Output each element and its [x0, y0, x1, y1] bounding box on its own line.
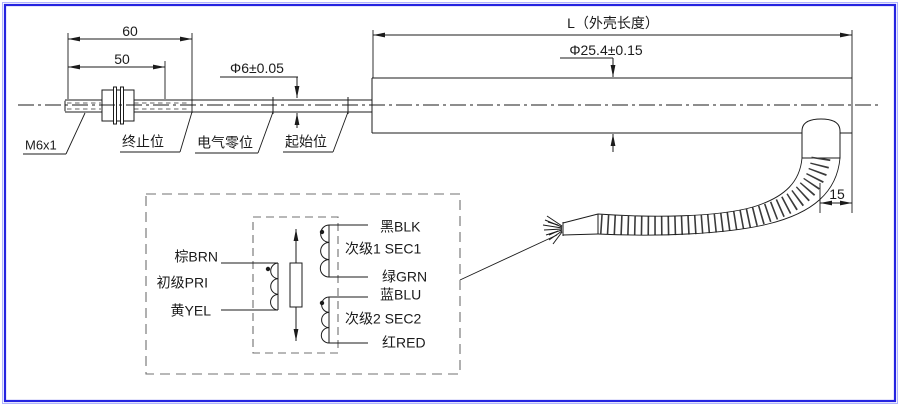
- secondary2-label: 次级2 SEC2: [345, 311, 421, 327]
- wire-red-label: 红RED: [382, 335, 426, 351]
- dimension-60: 60: [68, 23, 192, 113]
- primary-winding: [221, 263, 278, 310]
- dimension-50: 50: [68, 51, 165, 99]
- wire-brown-label: 棕BRN: [174, 249, 218, 265]
- flexible-conduit: [543, 158, 840, 244]
- schematic-outer-box: [146, 194, 460, 374]
- secondary1-winding: [319, 225, 368, 277]
- label-thread-spec: M6x1: [23, 113, 85, 154]
- wire-black-label: 黑BLK: [380, 219, 421, 235]
- schematic-leader-line: [460, 235, 557, 280]
- dimension-gland-15: 15: [820, 183, 852, 213]
- polarity-dot: [265, 266, 271, 272]
- wire-yellow-label: 黄YEL: [171, 303, 212, 319]
- wiring-schematic: 棕BRN 初级PRI 黄YEL 黑BLK 次级1 SEC1 绿GRN 蓝BLU …: [146, 194, 557, 374]
- movable-core: [290, 229, 302, 341]
- dim-50-text: 50: [114, 51, 130, 67]
- page-frame: [3, 3, 898, 404]
- label-start-position: 起始位: [283, 112, 348, 152]
- frame-inner-line: [5, 5, 895, 401]
- secondary2-winding: [319, 297, 368, 343]
- housing-length-text: L（外壳长度）: [567, 15, 659, 31]
- cable-end-cone: [563, 214, 598, 223]
- housing-cylinder: [372, 78, 852, 133]
- dimension-rod-diameter: Φ6±0.05: [220, 60, 300, 128]
- end-position-text: 终止位: [122, 134, 164, 150]
- dimension-housing-diameter: Φ25.4±0.15: [560, 42, 643, 152]
- polarity-dot: [319, 229, 325, 235]
- thread-spec-text: M6x1: [25, 137, 57, 152]
- transformer-box: [253, 217, 338, 353]
- housing-diameter-text: Φ25.4±0.15: [569, 42, 643, 58]
- frame-outer-line: [3, 3, 898, 404]
- start-position-text: 起始位: [285, 134, 327, 150]
- label-end-position: 终止位: [120, 112, 192, 152]
- rod-diameter-text: Φ6±0.05: [230, 60, 284, 76]
- primary-label: 初级PRI: [157, 275, 208, 291]
- wire-bundle: [543, 216, 562, 244]
- polarity-dot: [319, 300, 325, 306]
- washer: [114, 87, 117, 124]
- dim-60-text: 60: [122, 23, 138, 39]
- gland-dim-text: 15: [829, 186, 845, 202]
- wire-blue-label: 蓝BLU: [380, 287, 421, 303]
- electrical-zero-text: 电气零位: [197, 135, 253, 151]
- cable-gland: [802, 119, 840, 158]
- washer: [121, 87, 124, 124]
- conduit-ribs: [599, 158, 821, 226]
- wire-green-label: 绿GRN: [382, 269, 427, 285]
- sensor-side-view: 60 50 Φ6±0.05 L（外壳长度） Φ25.4±0.15: [18, 15, 880, 244]
- secondary1-label: 次级1 SEC1: [345, 241, 421, 257]
- dimension-housing-length: L（外壳长度）: [373, 15, 852, 213]
- hex-nut: [102, 87, 134, 124]
- label-electrical-zero: 电气零位: [195, 112, 273, 153]
